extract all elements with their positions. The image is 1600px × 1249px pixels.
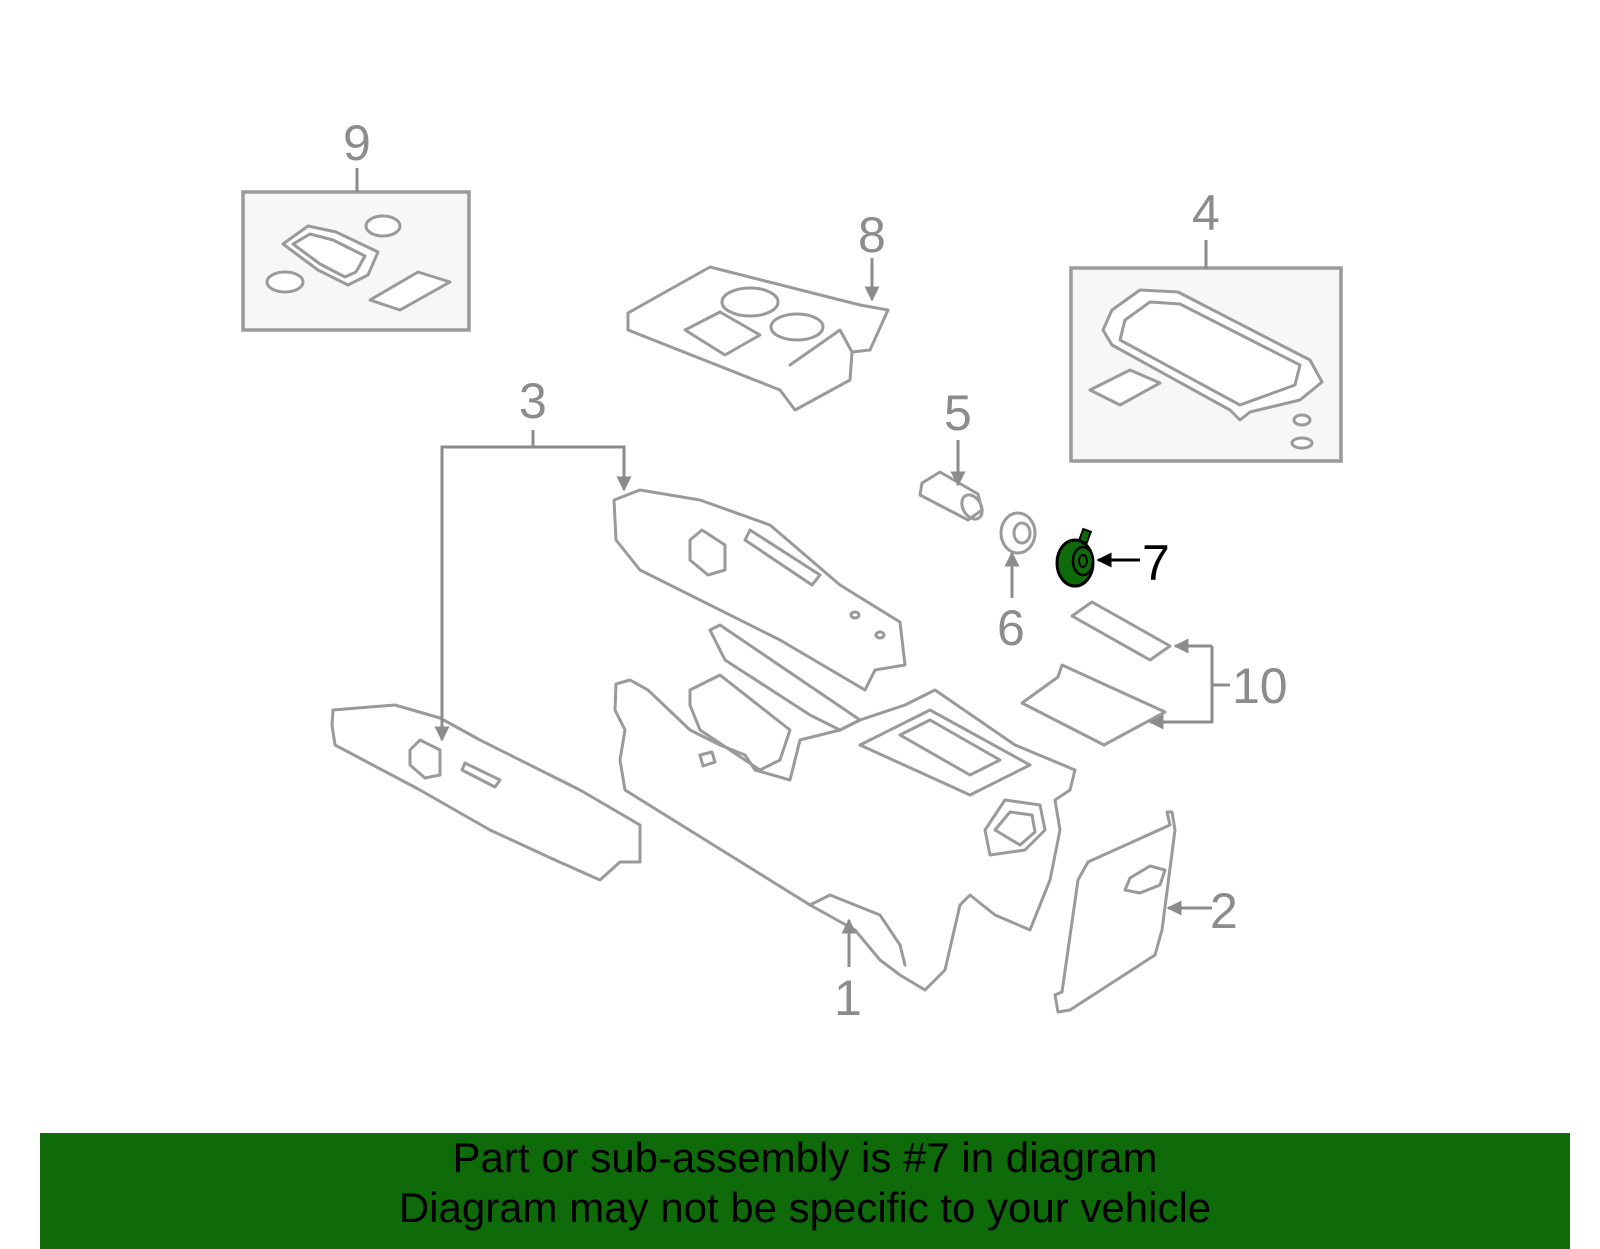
callout-3: 3 [519, 373, 547, 429]
callout-8: 8 [858, 207, 886, 263]
part-10-mats[interactable] [1020, 600, 1230, 747]
callout-1: 1 [834, 970, 862, 1026]
part-7-socket-highlighted[interactable] [1055, 527, 1140, 588]
callout-5: 5 [944, 385, 972, 441]
callout-2: 2 [1210, 883, 1238, 939]
banner-line-2: Diagram may not be specific to your vehi… [398, 1184, 1212, 1231]
callout-6: 6 [997, 600, 1025, 656]
callout-9: 9 [343, 115, 371, 171]
callout-7: 7 [1142, 535, 1170, 591]
part-1-console-body[interactable] [613, 623, 1077, 992]
info-banner: Part or sub-assembly is #7 in diagram Di… [40, 1133, 1570, 1249]
part-8-cupholder[interactable] [626, 258, 890, 412]
part-6-ring[interactable] [999, 511, 1037, 598]
banner-line-1: Part or sub-assembly is #7 in diagram [452, 1134, 1158, 1181]
callout-10: 10 [1232, 658, 1288, 714]
part-9-kit[interactable] [241, 168, 471, 332]
callout-4: 4 [1192, 185, 1220, 241]
part-2-rear-panel[interactable] [1053, 810, 1212, 1014]
part-4-armrest[interactable] [1069, 240, 1343, 463]
part-3-side-panels[interactable] [330, 430, 907, 882]
part-5-plug[interactable] [918, 440, 986, 523]
